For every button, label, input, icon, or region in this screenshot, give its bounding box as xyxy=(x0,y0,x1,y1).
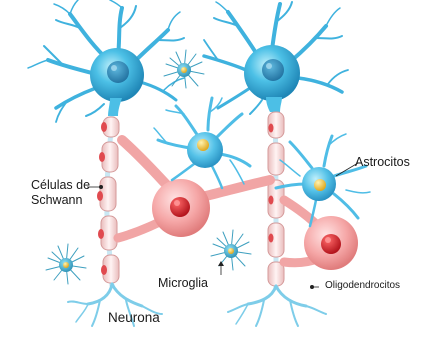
neuron-left xyxy=(28,0,184,122)
neuron-right xyxy=(204,2,348,114)
neuron-label: Neurona xyxy=(108,310,160,326)
myelin-left xyxy=(100,117,119,283)
neuron-right-nucleus xyxy=(262,59,284,81)
schwann-cells-label-line1: Células de xyxy=(31,178,90,192)
astrocyte-center-nucleus xyxy=(197,139,209,151)
schwann-cells-label-line2: Schwann xyxy=(31,193,82,207)
oligodendrocytes-label: Oligodendrocitos xyxy=(325,280,400,292)
astrocytes-label: Astrocitos xyxy=(355,155,410,169)
axon-left xyxy=(97,116,119,286)
neuron-right-terminals xyxy=(228,286,326,326)
microglia-label: Microglia xyxy=(158,276,208,290)
neuron-left-nucleus xyxy=(107,61,129,83)
oligodendrocyte-right xyxy=(284,200,358,270)
astrocyte-right-nucleus xyxy=(314,179,326,191)
